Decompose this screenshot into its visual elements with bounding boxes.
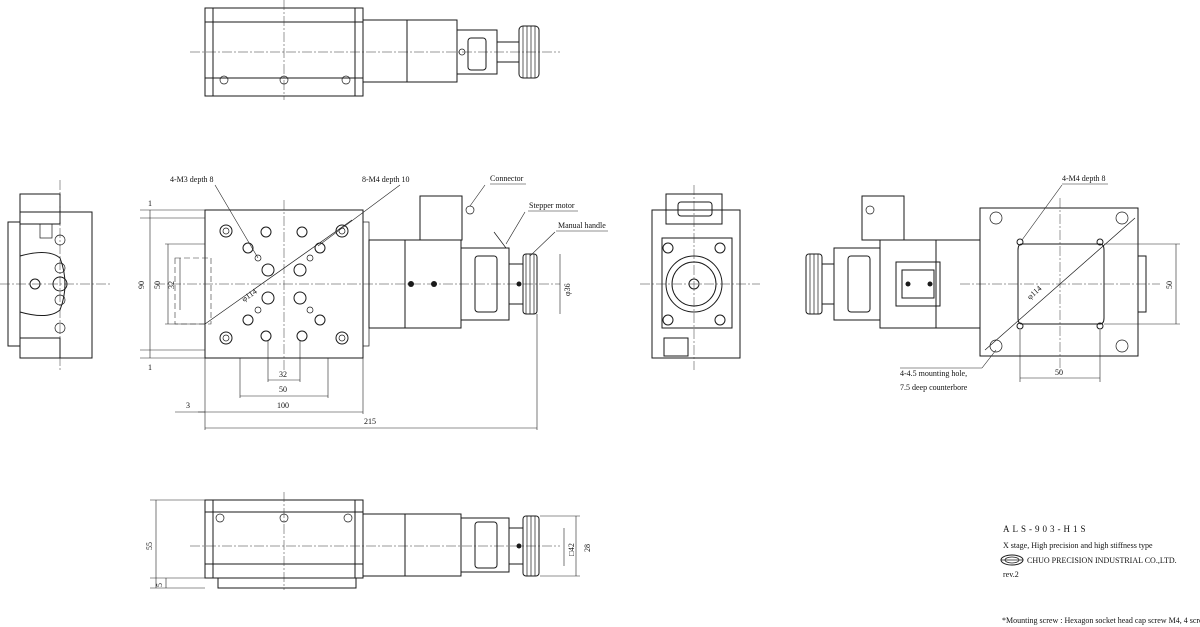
callout-stepper-motor: Stepper motor: [529, 201, 575, 210]
dim-5: 5: [155, 583, 164, 587]
dim-55: 55: [145, 542, 154, 550]
company-name: CHUO PRECISION INDUSTRIAL CO.,LTD.: [1027, 556, 1177, 565]
dim-50-right: 50: [1165, 281, 1174, 289]
dim-3: 3: [186, 401, 190, 410]
dim-50-right-horizontal: 50: [1055, 368, 1063, 377]
dim-1-bottom: 1: [148, 363, 152, 372]
motor-end-view: [640, 185, 760, 370]
dim-square-42: □42: [567, 543, 576, 556]
dim-50-horizontal: 50: [279, 385, 287, 394]
dim-1-top: 1: [148, 199, 152, 208]
dim-phi114: φ114: [240, 287, 259, 304]
top-elevation-view: [190, 0, 560, 100]
callout-m3: 4-M3 depth 8: [170, 175, 214, 184]
callout-mount-hole-2: 7.5 deep counterbore: [900, 383, 968, 392]
dim-32-horizontal: 32: [279, 370, 287, 379]
bottom-view: [805, 183, 1180, 382]
company-logo: [1000, 554, 1024, 566]
callout-connector: Connector: [490, 174, 524, 183]
plan-view: [155, 195, 560, 372]
mounting-screw-note: *Mounting screw : Hexagon socket head ca…: [1002, 616, 1200, 625]
revision: rev.2: [1003, 570, 1019, 579]
model-number: ALS-903-H1S: [1003, 524, 1089, 534]
callout-m4-right: 4-M4 depth 8: [1062, 174, 1106, 183]
callout-mount-hole-1: 4-4.5 mounting hole,: [900, 369, 967, 378]
front-elevation-view: [150, 492, 580, 590]
dim-50-vertical: 50: [153, 281, 162, 289]
plan-view-dimensions: [140, 183, 608, 430]
callout-manual-handle: Manual handle: [558, 221, 606, 230]
dim-phi36: φ36: [563, 283, 572, 296]
callout-m4-front: 8-M4 depth 10: [362, 175, 410, 184]
model-description: X stage, High precision and high stiffne…: [1003, 541, 1153, 550]
left-end-view: [0, 180, 110, 370]
dim-28: 28: [583, 544, 592, 552]
dim-phi114-right: φ114: [1025, 284, 1043, 302]
title-block: ALS-903-H1S X stage, High precision and …: [1000, 524, 1200, 625]
dim-100: 100: [277, 401, 289, 410]
dim-215: 215: [364, 417, 376, 426]
dim-90: 90: [137, 281, 146, 289]
dim-32-vertical: 32: [167, 281, 176, 289]
